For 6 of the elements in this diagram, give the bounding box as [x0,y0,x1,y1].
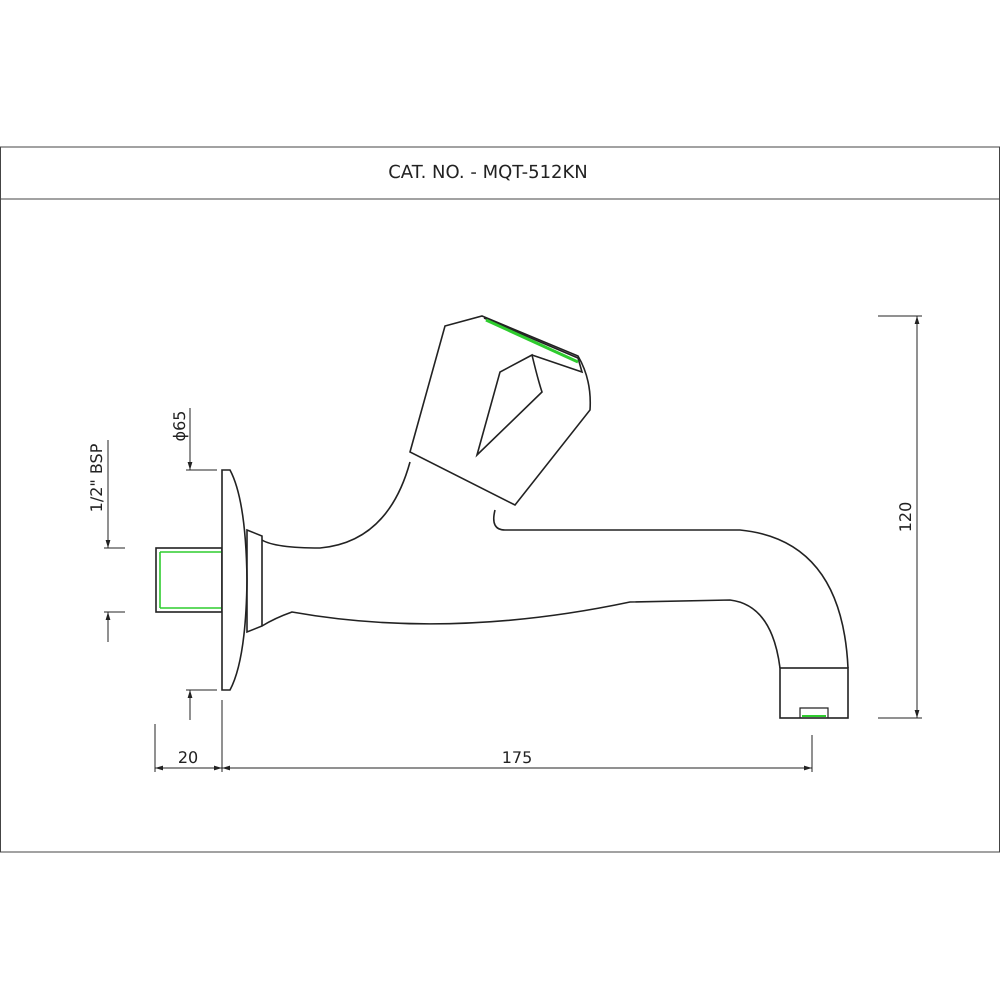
dimension-text: 20 [178,749,198,767]
catalog-number-title: CAT. NO. - MQT-512KN [388,164,588,182]
dimension-text: 1/2" BSP [88,444,106,512]
dimension-text: 120 [897,502,915,532]
dimension-text: ϕ65 [171,410,189,442]
dimension-text: 175 [502,749,532,767]
